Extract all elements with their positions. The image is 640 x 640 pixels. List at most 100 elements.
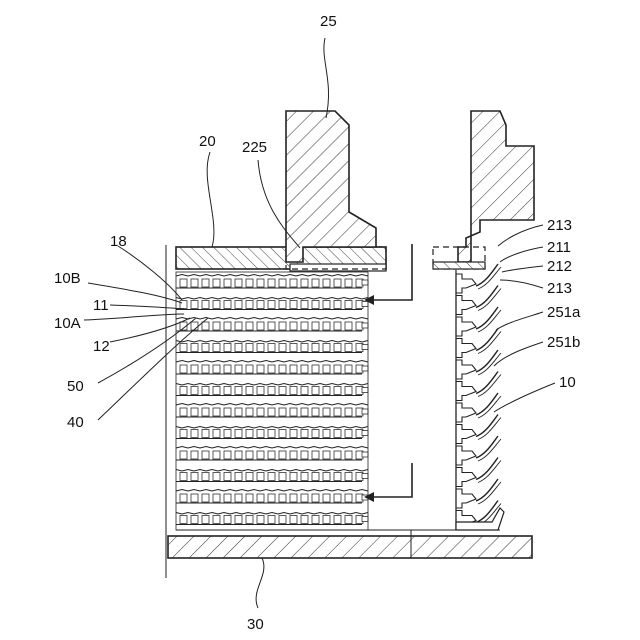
profile-tooth — [456, 489, 476, 508]
tooth-cell — [257, 344, 264, 352]
tooth-cell — [312, 322, 319, 330]
layer-end-tab — [362, 388, 368, 393]
tooth-cell — [290, 301, 297, 309]
tooth-cell — [301, 473, 308, 481]
label-213-upper: 213 — [547, 217, 572, 234]
tooth-cell — [213, 451, 220, 459]
tooth-cell — [191, 344, 198, 352]
tooth-cell — [268, 494, 275, 502]
tooth-cell — [257, 365, 264, 373]
tooth-cell — [334, 344, 341, 352]
tooth-cell — [257, 516, 264, 524]
tooth-cell — [180, 451, 187, 459]
tooth-cell — [224, 387, 231, 395]
tooth-cell — [323, 322, 330, 330]
tooth-cell — [235, 408, 242, 416]
tooth-cell — [246, 301, 253, 309]
profile-tooth — [456, 403, 476, 422]
profile-tooth — [456, 296, 476, 315]
label-251a: 251a — [547, 304, 581, 321]
profile-tooth — [456, 274, 476, 293]
tooth-cell — [213, 365, 220, 373]
tooth-cell — [301, 322, 308, 330]
tooth-cell — [202, 516, 209, 524]
tooth-cell — [323, 516, 330, 524]
label-251b: 251b — [547, 334, 580, 351]
tooth-cell — [268, 279, 275, 287]
tooth-cell — [301, 279, 308, 287]
tooth-cell — [246, 344, 253, 352]
tooth-cell — [202, 365, 209, 373]
tooth-cell — [279, 473, 286, 481]
tooth-cell — [323, 430, 330, 438]
tooth-cell — [323, 279, 330, 287]
tooth-cell — [235, 322, 242, 330]
label-10: 10 — [559, 374, 576, 391]
profile-tooth — [456, 382, 476, 401]
tooth-cell — [345, 301, 352, 309]
tooth-cell — [345, 387, 352, 395]
tooth-cell — [268, 451, 275, 459]
tooth-cell — [345, 451, 352, 459]
tooth-cell — [312, 344, 319, 352]
tooth-cell — [279, 279, 286, 287]
tooth-cell — [224, 365, 231, 373]
tooth-cell — [345, 516, 352, 524]
tooth-cell — [202, 451, 209, 459]
tooth-cell — [257, 430, 264, 438]
tooth-cell — [191, 279, 198, 287]
tooth-cell — [301, 387, 308, 395]
label-11: 11 — [93, 297, 109, 314]
tooth-cell — [224, 451, 231, 459]
tooth-cell — [268, 430, 275, 438]
tooth-cell — [235, 344, 242, 352]
label-20: 20 — [199, 133, 216, 150]
label-12: 12 — [93, 338, 110, 355]
layer-end-tab — [362, 366, 368, 371]
tooth-cell — [191, 301, 198, 309]
tooth-cell — [257, 387, 264, 395]
tooth-cell — [235, 430, 242, 438]
tooth-cell — [290, 451, 297, 459]
tooth-cell — [279, 365, 286, 373]
tooth-cell — [191, 322, 198, 330]
tooth-cell — [213, 301, 220, 309]
tooth-cell — [191, 430, 198, 438]
tooth-cell — [257, 408, 264, 416]
layer-rail-top — [176, 275, 368, 277]
stacked-modules-left — [176, 272, 368, 530]
tooth-cell — [202, 322, 209, 330]
tooth-cell — [224, 279, 231, 287]
top-plate-lip — [290, 264, 386, 271]
profile-tooth — [456, 360, 476, 379]
tooth-cell — [235, 473, 242, 481]
tooth-cell — [345, 473, 352, 481]
tooth-cell — [301, 494, 308, 502]
tooth-cell — [290, 365, 297, 373]
tooth-cell — [345, 322, 352, 330]
tooth-cell — [180, 494, 187, 502]
label-212: 212 — [547, 258, 572, 275]
tooth-cell — [180, 430, 187, 438]
layer-rail-top — [176, 298, 368, 300]
tooth-cell — [279, 301, 286, 309]
tooth-cell — [191, 473, 198, 481]
tooth-cell — [191, 451, 198, 459]
tooth-cell — [202, 473, 209, 481]
tooth-cell — [323, 408, 330, 416]
tooth-cell — [268, 365, 275, 373]
tooth-cell — [312, 301, 319, 309]
tooth-cell — [257, 451, 264, 459]
label-10B: 10B — [54, 270, 81, 287]
label-30: 30 — [247, 616, 264, 633]
right-plate-lip — [433, 262, 485, 269]
layer-rail-top — [176, 427, 368, 429]
tooth-cell — [202, 279, 209, 287]
tooth-cell — [334, 301, 341, 309]
arrow-lower — [364, 463, 412, 502]
layer-rail-top — [176, 490, 368, 492]
label-211: 211 — [547, 239, 571, 256]
profile-tooth — [456, 425, 476, 444]
tooth-cell — [213, 322, 220, 330]
